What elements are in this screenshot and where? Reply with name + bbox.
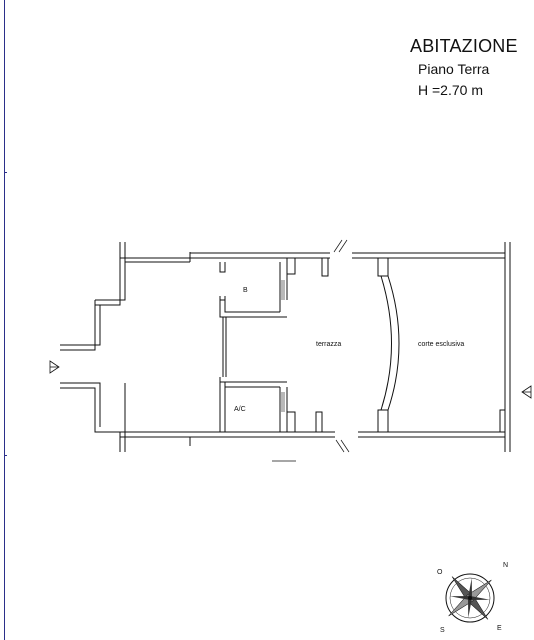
section-break-marks (272, 239, 350, 462)
margin-tick (4, 455, 7, 456)
compass-south-label: S (440, 627, 445, 634)
room-label-terrace: terrazza (316, 341, 341, 348)
compass-west-label: O (437, 569, 443, 576)
compass-east-label: E (497, 625, 502, 632)
thin-windows (281, 280, 285, 412)
compass-north-label: N (503, 562, 508, 569)
room-label-courtyard: corte esclusiva (418, 341, 464, 348)
entrance-arrow-left (49, 360, 60, 374)
plan-title: ABITAZIONE (410, 36, 518, 56)
entrance-arrow-right (521, 385, 532, 399)
compass-rose-icon: N E S O (437, 562, 508, 634)
page-margin-rule (4, 0, 5, 640)
room-label-ac: A/C (234, 406, 246, 413)
margin-tick (4, 172, 7, 173)
title-block: ABITAZIONE Piano Terra H =2.70 m (0, 0, 534, 110)
floor-label: Piano Terra (418, 61, 490, 77)
room-label-bath: B (243, 287, 248, 294)
ceiling-height-label: H =2.70 m (418, 82, 483, 98)
walls (60, 242, 511, 452)
